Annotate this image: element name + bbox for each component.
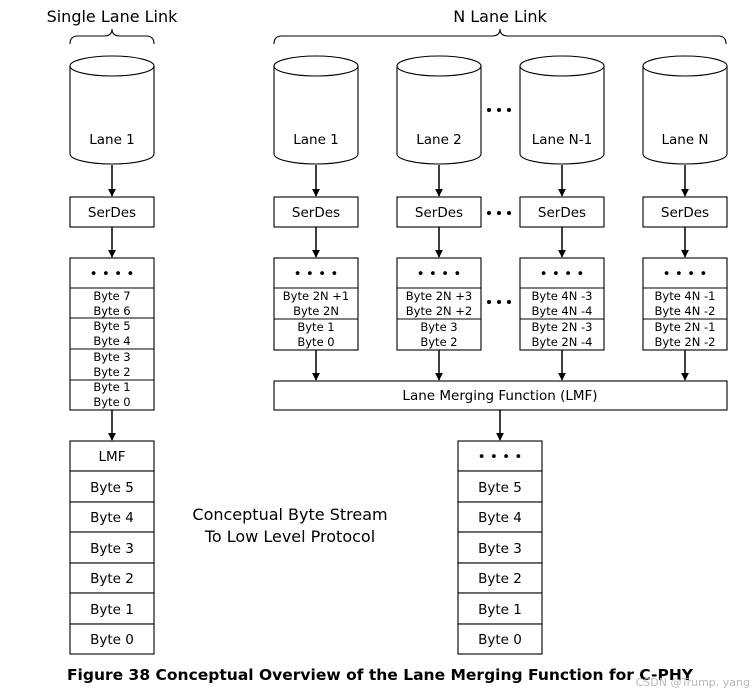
- n-lane-2-byte: Byte 2N +3: [406, 289, 472, 303]
- single-lane-byte-buffer: [69, 257, 155, 411]
- left-stream-byte-label: Byte 1: [90, 602, 134, 618]
- single-lane-byte: Byte 7: [93, 289, 130, 303]
- right-stream-byte-box: [457, 562, 543, 594]
- single-lane-byte: Byte 1: [93, 380, 130, 394]
- n-lane-2-cylinder: [396, 55, 482, 165]
- n-lane-2-label: Lane 2: [416, 132, 462, 148]
- n-lane-n-minus-1-byte: Byte 4N -3: [532, 289, 593, 303]
- n-lane-1-label: Lane 1: [293, 132, 339, 148]
- n-lane-n-minus-1-byte: Byte 2N -4: [532, 335, 593, 349]
- n-lane-n-minus-1-serdes-box: [519, 196, 605, 228]
- lane-ellipsis-buffers: [487, 300, 511, 304]
- single-lane-cylinder: [69, 55, 155, 165]
- n-lane-1-byte-buffer: [273, 257, 359, 351]
- single-lane-serdes-box: [69, 196, 155, 228]
- lane-ellipsis-serdes: [487, 211, 511, 215]
- right-stream-byte-label: Byte 4: [478, 510, 522, 526]
- n-lane-n-minus-1-byte-buffer: [519, 257, 605, 351]
- n-lane-n-minus-1-byte: Byte 4N -4: [532, 304, 593, 318]
- left-stream-byte-label: Byte 4: [90, 510, 134, 526]
- single-lane-brace: [69, 28, 155, 45]
- lane-ellipsis-cylinders: [487, 108, 511, 112]
- n-lane-n-minus-1-cylinder: [519, 55, 605, 165]
- n-lane-n-byte: Byte 4N -2: [655, 304, 716, 318]
- n-lane-1-byte: Byte 1: [297, 320, 334, 334]
- single-lane-buffer-dots: • • • •: [90, 266, 135, 282]
- right-stream-byte-box: [457, 592, 543, 625]
- left-stream-byte-label: Byte 0: [90, 632, 134, 648]
- left-stream-byte-label: Byte 3: [90, 541, 134, 557]
- n-lane-2-byte: Byte 2: [420, 335, 457, 349]
- n-lane-n-byte: Byte 2N -2: [655, 335, 716, 349]
- n-lane-1-serdes-label: SerDes: [292, 205, 340, 221]
- n-lane-n-label: Lane N: [661, 132, 708, 148]
- right-stream-byte-box: [457, 623, 543, 655]
- left-stream-byte-box: [69, 592, 155, 625]
- n-lane-2-buffer-dots: • • • •: [417, 266, 462, 282]
- single-lane-byte: Byte 3: [93, 350, 130, 364]
- n-lane-brace: [273, 28, 727, 45]
- lane-merging-function-label: Lane Merging Function (LMF): [402, 388, 597, 404]
- n-lane-n-serdes-label: SerDes: [661, 205, 709, 221]
- figure-caption: Figure 38 Conceptual Overview of the Lan…: [67, 666, 694, 684]
- n-lane-1-serdes-box: [273, 196, 359, 228]
- conceptual-stream-text-line2: To Low Level Protocol: [204, 527, 375, 546]
- single-lane-serdes-label: SerDes: [88, 205, 136, 221]
- n-lane-2-byte: Byte 3: [420, 320, 457, 334]
- n-lane-1-buffer-dots: • • • •: [294, 266, 339, 282]
- watermark: CSDN @Trump. yang: [636, 676, 750, 689]
- n-lane-n-byte-buffer: [642, 257, 728, 351]
- single-lane-byte: Byte 4: [93, 334, 130, 348]
- left-stream-byte-box: [69, 531, 155, 564]
- n-lane-n-cylinder: [642, 55, 728, 165]
- left-stream-byte-box: [69, 623, 155, 655]
- n-lane-link-title: N Lane Link: [453, 7, 547, 26]
- n-lane-1-cylinder: [273, 55, 359, 165]
- right-stream-byte-label: Byte 2: [478, 571, 522, 587]
- left-stream-byte-box: [69, 470, 155, 503]
- left-stream-byte-box: [69, 562, 155, 594]
- conceptual-stream-text-line1: Conceptual Byte Stream: [192, 505, 387, 524]
- n-lane-1-byte: Byte 2N: [293, 304, 339, 318]
- n-lane-2-byte-buffer: [396, 257, 482, 351]
- right-stream-byte-label: Byte 3: [478, 541, 522, 557]
- left-stream-lmf-label: LMF: [99, 449, 126, 465]
- right-stream-byte-label: Byte 5: [478, 480, 522, 496]
- left-stream-byte-label: Byte 2: [90, 571, 134, 587]
- n-lane-n-byte: Byte 2N -1: [655, 320, 716, 334]
- n-lane-n-byte: Byte 4N -1: [655, 289, 716, 303]
- single-lane-byte: Byte 0: [93, 395, 130, 409]
- right-stream-byte-label: Byte 1: [478, 602, 522, 618]
- single-lane-byte: Byte 5: [93, 319, 130, 333]
- n-lane-2-serdes-label: SerDes: [415, 205, 463, 221]
- single-lane-byte: Byte 6: [93, 304, 130, 318]
- right-stream-dots: • • • •: [478, 449, 523, 465]
- n-lane-n-minus-1-serdes-label: SerDes: [538, 205, 586, 221]
- single-lane-label: Lane 1: [89, 132, 135, 148]
- lane-merging-function-box: [273, 380, 728, 411]
- n-lane-n-minus-1-buffer-dots: • • • •: [540, 266, 585, 282]
- single-lane-byte: Byte 2: [93, 365, 130, 379]
- n-lane-1-byte: Byte 2N +1: [283, 289, 349, 303]
- right-stream-byte-label: Byte 0: [478, 632, 522, 648]
- n-lane-n-serdes-box: [642, 196, 728, 228]
- right-stream-byte-box: [457, 470, 543, 503]
- left-stream-byte-box: [69, 501, 155, 533]
- n-lane-n-minus-1-label: Lane N-1: [532, 132, 593, 148]
- left-stream-byte-label: Byte 5: [90, 480, 134, 496]
- single-lane-link-title: Single Lane Link: [47, 7, 179, 26]
- n-lane-2-byte: Byte 2N +2: [406, 304, 472, 318]
- n-lane-n-minus-1-byte: Byte 2N -3: [532, 320, 593, 334]
- left-stream-lmf-box: [69, 440, 155, 472]
- n-lane-1-byte: Byte 0: [297, 335, 334, 349]
- n-lane-2-serdes-box: [396, 196, 482, 228]
- n-lane-n-buffer-dots: • • • •: [663, 266, 708, 282]
